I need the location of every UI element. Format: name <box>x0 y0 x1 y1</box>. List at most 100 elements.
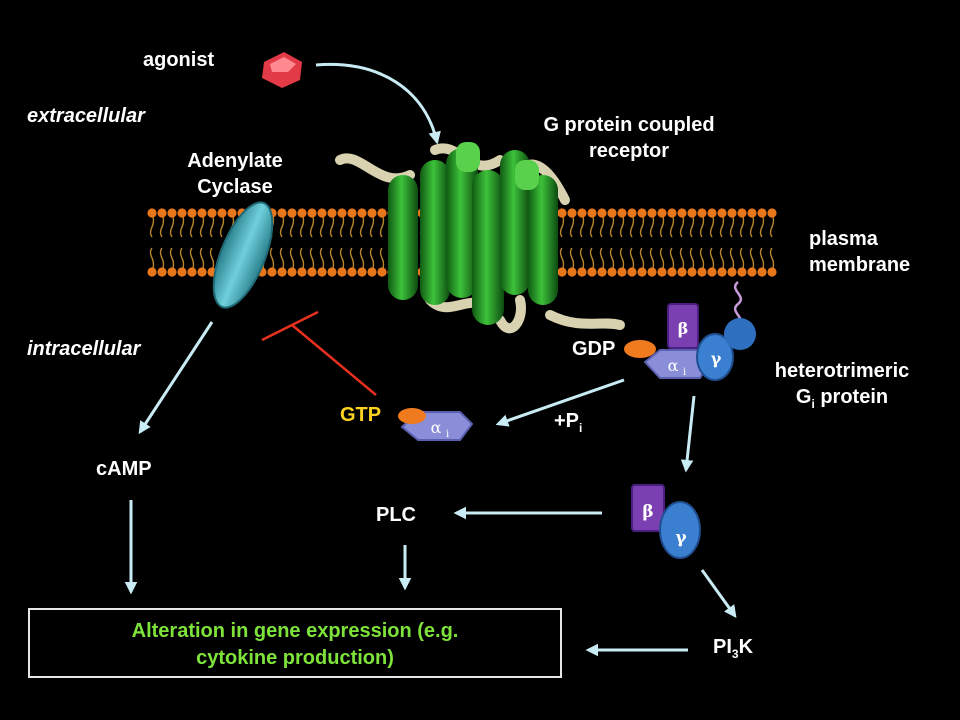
lipid-tail <box>629 212 635 238</box>
lipid-head <box>587 267 597 277</box>
alpha-subunit-glyph: α <box>668 356 679 375</box>
lipid-tail <box>559 247 565 273</box>
lipid-head <box>167 208 177 218</box>
lipid-head <box>737 267 747 277</box>
lipid-tail <box>159 247 165 273</box>
pathway-arrows <box>124 62 737 657</box>
lipid-tail <box>669 247 675 273</box>
lipid-tail <box>679 247 685 273</box>
lipid-head <box>687 208 697 218</box>
lipid-tail <box>329 247 335 273</box>
gamma-free-glyph: γ <box>675 528 687 548</box>
plc-label: PLC <box>376 504 416 526</box>
lipid-head <box>657 267 667 277</box>
lipid-tail <box>169 247 175 273</box>
lipid-head <box>587 208 597 218</box>
adenylate-cyclase-label: Adenylate Cyclase <box>187 150 283 198</box>
arrow-agonist-to-receptor <box>315 62 441 145</box>
beta-subunit-glyph: β <box>678 319 689 338</box>
lipid-head <box>577 208 587 218</box>
lipid-tail <box>289 247 295 273</box>
lipid-tail <box>189 247 195 273</box>
lipid-tail <box>609 247 615 273</box>
lipid-head <box>307 267 317 277</box>
plasma-membrane-label: plasma membrane <box>809 228 911 276</box>
heterotrimeric-g-protein: β γ α i <box>624 303 756 381</box>
arrow-gprotein-to-betagamma <box>680 395 696 473</box>
lipid-tail <box>349 212 355 238</box>
lipid-head <box>627 267 637 277</box>
lipid-head <box>727 208 737 218</box>
lipid-tail <box>659 247 665 273</box>
lipid-tail <box>769 247 775 273</box>
lipid-head <box>657 208 667 218</box>
gtp-label: GTP <box>340 404 382 426</box>
intracellular-label: intracellular <box>27 338 141 360</box>
lipid-tail <box>339 247 345 273</box>
lipid-head <box>597 267 607 277</box>
lipid-head <box>767 208 777 218</box>
lipid-tail <box>719 247 725 273</box>
lipid-tail <box>579 247 585 273</box>
lipid-tail <box>209 212 215 238</box>
lipid-head <box>297 267 307 277</box>
lipid-tail <box>369 212 375 238</box>
lipid-tail <box>739 212 745 238</box>
lipid-head <box>277 267 287 277</box>
arrow-betagamma-to-pi3k <box>700 569 737 619</box>
lipid-head <box>707 267 717 277</box>
lipid-tail <box>739 247 745 273</box>
lipid-head <box>607 208 617 218</box>
lipid-head <box>747 208 757 218</box>
lipid-head <box>347 208 357 218</box>
lipid-tail <box>309 247 315 273</box>
lipid-tail <box>199 247 205 273</box>
lipid-head <box>677 208 687 218</box>
lipid-head <box>757 208 767 218</box>
heterotrimeric-label: heterotrimeric Gi protein <box>774 360 910 411</box>
lipid-tail <box>729 247 735 273</box>
lipid-tail <box>359 247 365 273</box>
lipid-head <box>147 267 157 277</box>
lipid-head <box>177 208 187 218</box>
lipid-tail <box>169 212 175 238</box>
lipid-head <box>617 208 627 218</box>
lipid-tail <box>179 212 185 238</box>
gpcr-label: G protein coupled receptor <box>543 114 715 162</box>
lipid-tail <box>189 212 195 238</box>
lipid-head <box>337 208 347 218</box>
lipid-head <box>697 267 707 277</box>
lipid-tail <box>639 212 645 238</box>
lipid-tail <box>269 247 275 273</box>
lipid-head <box>197 267 207 277</box>
lipid-tail <box>629 247 635 273</box>
lipid-tail <box>699 247 705 273</box>
lipid-tail <box>589 212 595 238</box>
lipid-tail <box>709 247 715 273</box>
lipid-tail <box>749 212 755 238</box>
alpha-gtp-glyph: α <box>431 418 442 437</box>
lipid-tail <box>639 247 645 273</box>
phosphate-label: +Pi <box>554 410 583 435</box>
lipid-head <box>767 267 777 277</box>
lipid-tail <box>689 212 695 238</box>
lipid-head <box>317 267 327 277</box>
lipid-tail <box>609 212 615 238</box>
lipid-head <box>317 208 327 218</box>
lipid-head <box>177 267 187 277</box>
lipid-head <box>197 208 207 218</box>
lipid-tail <box>649 247 655 273</box>
lipid-tail <box>299 212 305 238</box>
lipid-tail <box>149 212 155 238</box>
lipid-tail <box>339 212 345 238</box>
lipid-tail <box>279 212 285 238</box>
lipid-tail <box>329 212 335 238</box>
lipid-head <box>567 267 577 277</box>
lipid-tail <box>159 212 165 238</box>
lipid-head <box>597 208 607 218</box>
alpha-gtp-glyph-sub: i <box>446 429 449 440</box>
lipid-tail <box>599 212 605 238</box>
lipid-tail <box>719 212 725 238</box>
lipid-tail <box>379 212 385 238</box>
